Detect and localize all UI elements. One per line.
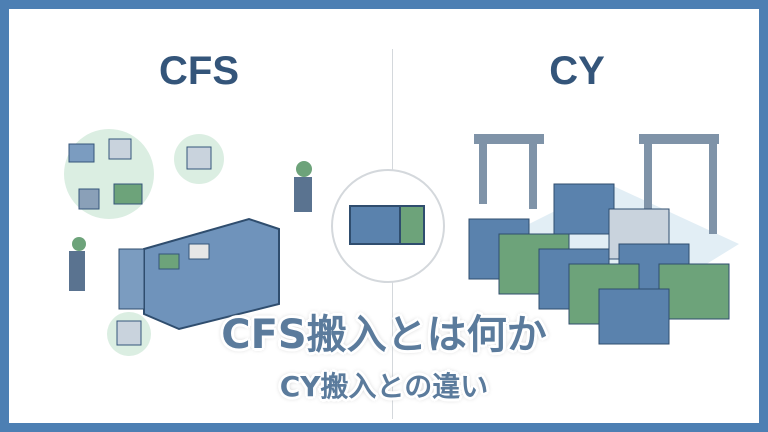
container-icon-circle — [331, 169, 445, 283]
main-title: CFS搬入とは何か — [221, 312, 547, 358]
shipping-container-icon — [349, 205, 425, 245]
cy-heading: CY — [549, 49, 605, 93]
cfs-heading: CFS — [159, 49, 239, 93]
thumbnail-panel: CFS CY — [9, 9, 759, 423]
subtitle: CY搬入との違い — [279, 370, 489, 403]
cy-container-yard-illustration — [468, 134, 739, 345]
cfs-warehouse-illustration — [64, 129, 312, 356]
